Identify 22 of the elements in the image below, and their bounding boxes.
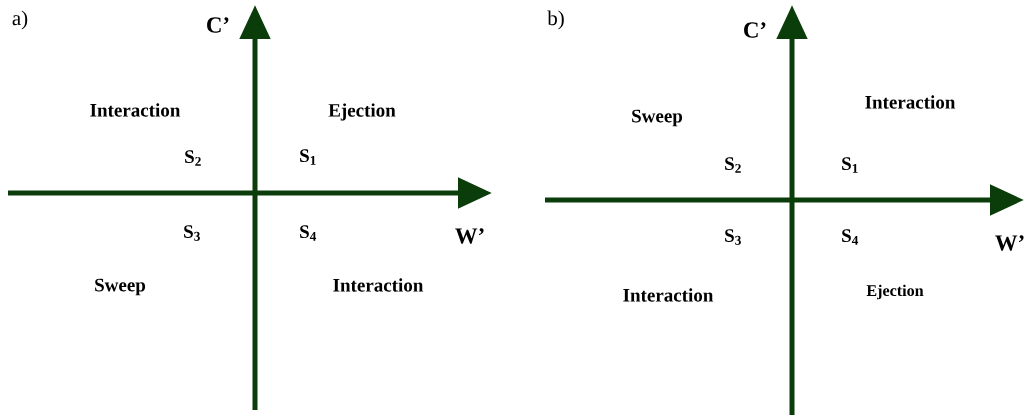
quadrant-label: Ejection [328, 103, 396, 121]
quadrant-label: Interaction [90, 103, 181, 117]
quadrant-label: Interaction [865, 95, 956, 109]
quadrant-symbol: S$_{2}$ [725, 157, 741, 173]
axis-label: C’ [207, 17, 229, 33]
quadrant-label: Sweep [95, 278, 146, 296]
quadrant-symbol: S$_{1}$ [300, 149, 316, 165]
quadrant-symbol: S$_{3}$ [725, 229, 741, 245]
quadrant-symbol: S$_{4}$ [842, 229, 859, 245]
panel-label: a) [12, 10, 28, 30]
quadrant-label: Sweep [632, 109, 683, 127]
quadrant-symbol: S$_{1}$ [842, 157, 858, 173]
axis-label: C’ [744, 22, 766, 38]
quadrant-label: Interaction [333, 278, 424, 292]
quadrant-symbol: S$_{4}$ [300, 225, 317, 241]
panel-label: b) [547, 10, 564, 30]
quadrant-label: Interaction [623, 288, 714, 302]
axis-label: W’ [995, 235, 1024, 251]
quadrant-label: Ejection [866, 284, 924, 300]
quadrant-symbol: S$_{2}$ [185, 150, 201, 166]
axis-label: W’ [455, 228, 484, 244]
quadrant-symbol: S$_{3}$ [184, 225, 200, 241]
